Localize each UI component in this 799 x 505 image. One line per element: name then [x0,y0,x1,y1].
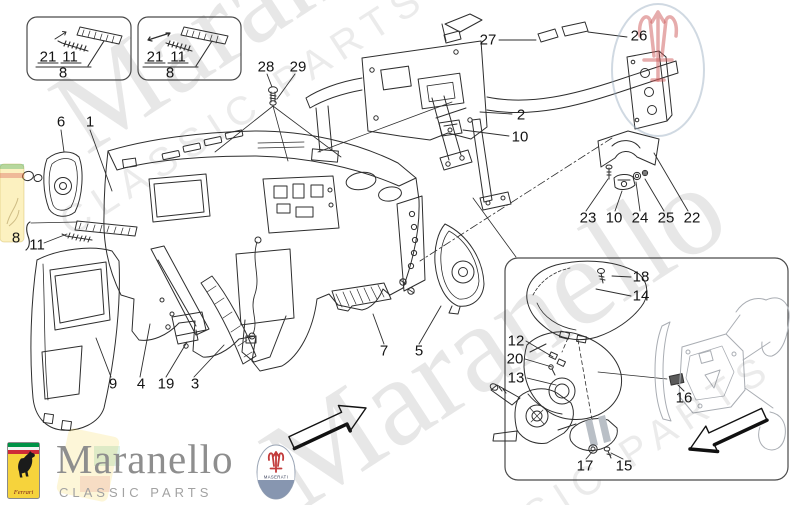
part-callout-13[interactable]: 13 [507,369,525,387]
part-callout-14[interactable]: 14 [632,287,650,305]
part-callout-16[interactable]: 16 [675,389,693,407]
part-callout-11-c[interactable]: 11 [29,236,45,254]
part-callout-12[interactable]: 12 [507,332,525,350]
inset-box-fasteners-left [26,16,132,81]
part-callout-8-c[interactable]: 8 [11,229,21,247]
ferrari-shield-label: Ferrari [13,489,34,496]
direction-arrow-down-left [688,407,769,454]
part-callout-6[interactable]: 6 [56,113,66,131]
part-callout-26[interactable]: 26 [630,27,648,45]
console-bezel [30,247,120,432]
part-callout-15[interactable]: 15 [615,457,633,475]
side-panel-left [22,151,83,217]
part-callout-17[interactable]: 17 [576,457,594,475]
part-callout-2[interactable]: 2 [516,106,526,124]
part-callout-19[interactable]: 19 [157,375,175,393]
part-callout-3[interactable]: 3 [190,375,200,393]
part-callout-11-a[interactable]: 11 [62,48,78,66]
part-callout-28[interactable]: 28 [257,58,275,76]
part-callout-10-a[interactable]: 10 [511,128,529,146]
part-callout-1[interactable]: 1 [85,113,95,131]
part-callout-25[interactable]: 25 [657,209,675,227]
inset-box-fasteners-right [137,16,242,81]
ferrari-shield-logo: Ferrari [7,442,40,499]
part-callout-11-b[interactable]: 11 [170,48,186,66]
part-callout-24[interactable]: 24 [631,209,649,227]
part-callout-8-b[interactable]: 8 [165,64,175,82]
part-callout-29[interactable]: 29 [289,58,307,76]
part-callout-27[interactable]: 27 [479,31,497,49]
trim-strip-left [25,220,138,251]
part-callout-21-a[interactable]: 21 [39,48,57,66]
dashboard-body [103,129,426,372]
part-callout-8-a[interactable]: 8 [58,64,68,82]
part-callout-18[interactable]: 18 [632,268,650,286]
part-callout-23[interactable]: 23 [579,209,597,227]
inset-box-steering-column [489,257,790,481]
side-panel-right [434,223,485,315]
part-callout-20[interactable]: 20 [506,350,524,368]
part-callout-21-b[interactable]: 21 [146,48,164,66]
part-callout-22[interactable]: 22 [683,209,701,227]
part-callout-4[interactable]: 4 [136,375,146,393]
construction-lines [214,101,613,262]
part-callout-9[interactable]: 9 [108,375,118,393]
maserati-oval-label: MASERATI [264,475,288,480]
maserati-oval-logo: MASERATI [256,444,296,500]
leader-lines [60,31,689,460]
brand-logo-text: Maranello [56,436,234,482]
part-callout-10-b[interactable]: 10 [605,209,623,227]
brand-tagline-text: CLASSIC PARTS [59,485,213,500]
part-callout-5[interactable]: 5 [414,342,424,360]
direction-arrow-up-right [288,404,367,451]
screw-28-29-glyph [268,86,278,106]
part-callout-7[interactable]: 7 [379,342,389,360]
